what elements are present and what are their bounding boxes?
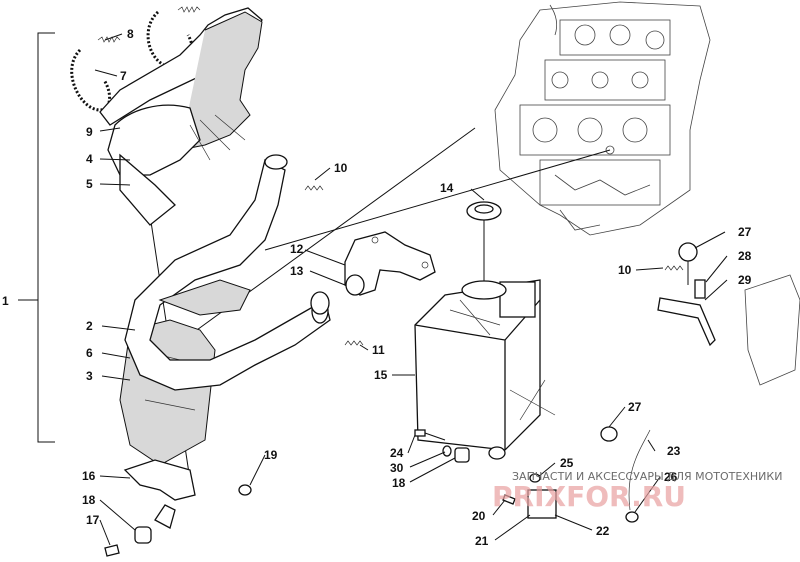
nut-25 — [529, 473, 541, 483]
label-7: 7 — [120, 69, 127, 83]
label-25: 25 — [560, 456, 574, 470]
label-4: 4 — [86, 152, 93, 166]
spring-8-right — [177, 6, 201, 13]
grommet-19 — [238, 484, 252, 496]
label-3: 3 — [86, 369, 93, 383]
label-24: 24 — [390, 446, 404, 460]
label-14: 14 — [440, 181, 454, 195]
label-12: 12 — [290, 242, 304, 256]
strap-23 — [628, 429, 651, 511]
label-5: 5 — [86, 177, 93, 191]
label-17: 17 — [86, 513, 100, 527]
chain-7-left — [70, 48, 111, 112]
grommet-27 — [600, 426, 618, 442]
label-2: 2 — [86, 319, 93, 333]
bolt-24 — [414, 429, 446, 441]
bolt-17 — [104, 544, 120, 557]
hanger-16 — [123, 459, 196, 501]
gasket-13 — [310, 291, 330, 315]
label-9: 9 — [86, 125, 93, 139]
label-29: 29 — [738, 273, 752, 287]
spring-11 — [344, 340, 364, 346]
engine-illustration — [494, 1, 711, 236]
label-21: 21 — [475, 534, 489, 548]
muffler — [99, 7, 263, 226]
exhaust-manifold — [344, 231, 436, 296]
mount-18 — [454, 447, 470, 463]
leader-line — [264, 149, 611, 251]
label-13: 13 — [290, 264, 304, 278]
label-1: 1 — [2, 294, 9, 308]
watermark: ЗАПЧАСТИ И АКСЕССУАРЫ ДЛЯ МОТОТЕХНИКИ PR… — [492, 470, 782, 513]
washer-18-lower — [134, 526, 152, 544]
label-28: 28 — [738, 249, 752, 263]
label-23: 23 — [667, 444, 681, 458]
resonator-box — [414, 279, 556, 460]
label-18b: 18 — [392, 476, 406, 490]
label-10a: 10 — [334, 161, 348, 175]
label-16: 16 — [82, 469, 96, 483]
washer-30 — [442, 445, 452, 457]
label-27b: 27 — [628, 400, 642, 414]
label-26: 26 — [664, 470, 678, 484]
label-18a: 18 — [82, 493, 96, 507]
leader-lines — [94, 33, 728, 546]
label-27a: 27 — [738, 225, 752, 239]
spring-8-left — [97, 36, 121, 43]
label-22: 22 — [596, 524, 610, 538]
label-19: 19 — [264, 448, 278, 462]
expansion-chamber — [124, 154, 331, 391]
label-20: 20 — [472, 509, 486, 523]
label-11: 11 — [372, 343, 385, 357]
label-8: 8 — [127, 27, 134, 41]
bracket-22 — [527, 489, 557, 519]
assembly-bracket — [18, 32, 55, 443]
label-30: 30 — [390, 461, 404, 475]
label-10b: 10 — [618, 263, 632, 277]
watermark-caption: ЗАПЧАСТИ И АКСЕССУАРЫ ДЛЯ МОТОТЕХНИКИ — [512, 470, 782, 483]
mount-bracket-29 — [657, 242, 800, 386]
bracket-lower — [154, 504, 176, 529]
label-15: 15 — [374, 368, 388, 382]
label-6: 6 — [86, 346, 93, 360]
spring-10 — [304, 185, 324, 191]
grommet-14 — [466, 201, 502, 221]
bolt-20 — [502, 494, 516, 505]
nut-26 — [625, 511, 639, 523]
part-labels: 1 2 3 4 5 6 7 8 9 10 10 11 12 13 14 15 1… — [2, 27, 752, 548]
spring-10-right — [664, 265, 684, 271]
watermark-logo: PRIXFOR.RU — [492, 480, 686, 513]
